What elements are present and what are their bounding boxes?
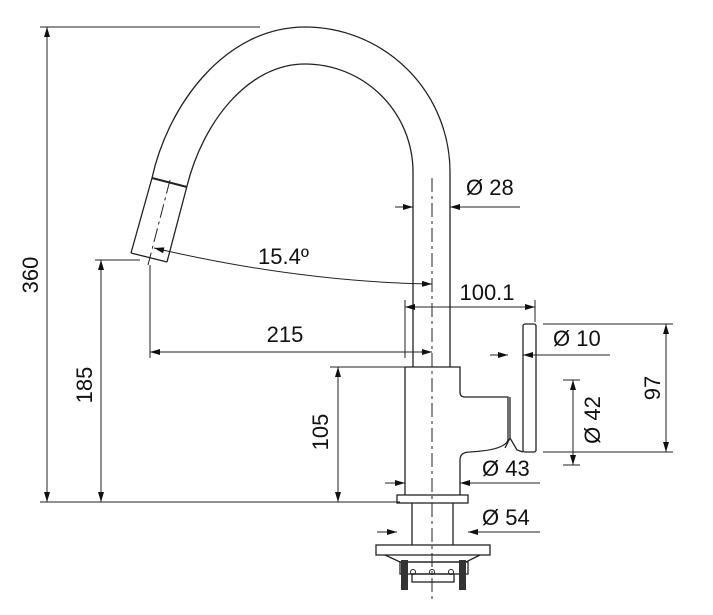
dim-swivel-angle: 15.4º bbox=[258, 244, 309, 269]
dim-handle-height: 97 bbox=[640, 376, 665, 400]
bolt-left bbox=[401, 560, 408, 590]
dim-lever-diameter: Ø 42 bbox=[580, 396, 605, 444]
mounting-base bbox=[375, 494, 491, 590]
dim-reach: 215 bbox=[267, 322, 304, 347]
dim-spout-height: 185 bbox=[72, 367, 97, 404]
dim-spout-diameter: Ø 28 bbox=[466, 175, 514, 200]
dim-body-height: 105 bbox=[308, 414, 333, 451]
faucet-body bbox=[404, 323, 537, 495]
dimension-lines bbox=[40, 26, 673, 535]
dim-total-height: 360 bbox=[18, 257, 43, 294]
dim-handle-diameter: Ø 10 bbox=[553, 326, 601, 351]
dim-handle-offset: 100.1 bbox=[459, 280, 514, 305]
handle-lever bbox=[522, 323, 537, 453]
dim-body-diameter: Ø 43 bbox=[482, 456, 530, 481]
spout bbox=[130, 26, 451, 600]
dim-flange-diameter: Ø 54 bbox=[482, 505, 530, 530]
bolt-right bbox=[459, 560, 466, 590]
